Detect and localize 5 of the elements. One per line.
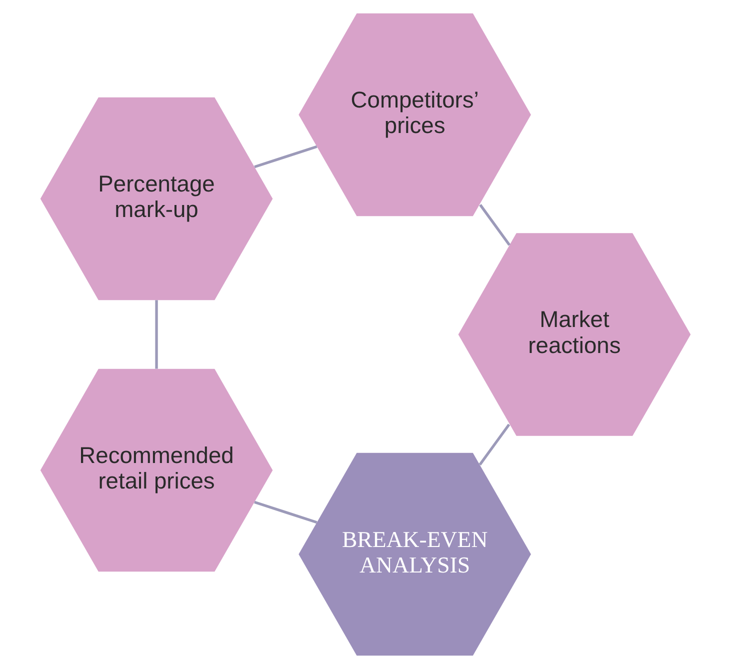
connector xyxy=(478,424,510,466)
connector xyxy=(254,500,318,524)
connector xyxy=(254,145,318,168)
connector xyxy=(155,300,158,369)
connector xyxy=(479,204,511,246)
